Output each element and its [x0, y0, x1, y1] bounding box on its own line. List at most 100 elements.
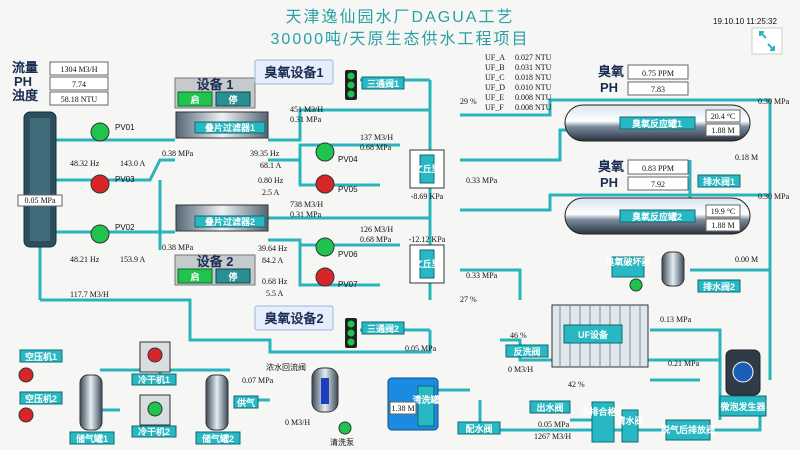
- equipment2-start-label: 启: [190, 271, 199, 282]
- uf-a-value: 0.027 NTU: [515, 53, 552, 62]
- outlet-valve-tag[interactable]: 出水阀: [529, 400, 571, 414]
- equipment1-stop-label: 停: [228, 94, 237, 105]
- clean-tank[interactable]: 清洗罐 1.38 M: [387, 377, 440, 431]
- ozone-box2: 臭氧 0.83 PPM PH 7.92: [598, 159, 689, 191]
- uf-e-value: 0.008 NTU: [515, 93, 552, 102]
- p000: 0.00 M: [735, 255, 758, 264]
- micro-bubble-generator[interactable]: 微泡发生器: [719, 349, 767, 417]
- gas-tank1-label: 储气罐1: [76, 433, 108, 444]
- pump-pv04[interactable]: PV04: [315, 142, 358, 164]
- equipment2-stop-button[interactable]: 停: [215, 268, 251, 284]
- ozone-box2-ph-value: 7.92: [651, 180, 665, 189]
- venturi2-label: 文丘里: [412, 258, 440, 269]
- drain-to-tank-valve-tag[interactable]: 配水阀: [457, 421, 501, 435]
- clean-water-valve-tag[interactable]: 清水阀: [616, 409, 644, 443]
- flow0a: 0 M3/H: [508, 365, 533, 374]
- ozone-reactor2[interactable]: 臭氧反应罐2: [564, 197, 751, 235]
- clean-pump[interactable]: 清洗泵: [330, 421, 354, 447]
- pv04-flow: 137 M3/H: [360, 133, 393, 142]
- p021: 0.21 MPa: [668, 359, 700, 368]
- turbidity-label: 浊度: [12, 88, 39, 103]
- ozone-box1-ph-label: PH: [600, 80, 618, 95]
- cold-dryer2[interactable]: 冷干机2: [131, 394, 177, 438]
- reactor2-readings: 19.9 °C 1.88 M: [705, 204, 741, 232]
- ozone-box2-ph-label: PH: [600, 175, 618, 190]
- three-way-valve1-tag[interactable]: 三通阀1: [361, 76, 405, 90]
- equipment1-start-button[interactable]: 启: [177, 91, 213, 107]
- pump-pv02[interactable]: PV02: [90, 223, 135, 244]
- air-compressor1[interactable]: 空压机1: [18, 349, 63, 383]
- equipment2-stop-label: 停: [228, 271, 237, 282]
- equipment2-title: 设备 2: [197, 254, 234, 269]
- title-line1: 天津逸仙园水厂DAGUA工艺: [286, 8, 515, 26]
- title-line2: 30000吨/天原生态供水工程项目: [271, 30, 530, 48]
- air-compressor2[interactable]: 空压机2: [18, 391, 63, 423]
- disc-filter2[interactable]: 叠片过滤器2: [175, 204, 269, 232]
- three-way-valve2-tag[interactable]: 三通阀2: [361, 321, 405, 335]
- pct46: 46 %: [510, 331, 527, 340]
- drain-valve1-tag[interactable]: 排水阀1: [697, 174, 741, 188]
- uf-c-name: UF_C: [485, 73, 505, 82]
- pump-pv01[interactable]: PV01: [90, 122, 135, 142]
- venturi1[interactable]: 文丘里 -8.69 KPa: [409, 149, 445, 201]
- pv07-hz: 0.68 Hz: [262, 277, 288, 286]
- uf-f-name: UF_F: [485, 103, 504, 112]
- ozone-device1-button[interactable]: 臭氧设备1: [254, 59, 334, 85]
- disc-filter1[interactable]: 叠片过滤器1: [175, 111, 269, 139]
- pump-pv05[interactable]: PV05: [315, 174, 358, 194]
- gas-tank1[interactable]: 储气罐1: [69, 374, 115, 445]
- uf-d-value: 0.010 NTU: [515, 83, 552, 92]
- pv06-flow: 126 M3/H: [360, 225, 393, 234]
- pv04-a: 68.1 A: [260, 161, 282, 170]
- ozone-reactor2-label: 臭氧反应罐2: [632, 211, 682, 222]
- pv01-a: 143.0 A: [120, 159, 146, 168]
- venturi2-press: -12.12 KPa: [409, 235, 446, 244]
- degas-valve-label: 脱气后排放阀: [661, 424, 715, 435]
- drain-valve2-tag[interactable]: 排水阀2: [697, 279, 741, 293]
- equipment1-start-label: 启: [190, 94, 199, 105]
- flow1267: 1267 M3/H: [534, 432, 571, 441]
- cold-dryer2-label: 冷干机2: [138, 426, 170, 437]
- uf-c-value: 0.018 NTU: [515, 73, 552, 82]
- line1-flow: 451 M3/H: [290, 105, 323, 114]
- no-drain-valve-tag[interactable]: 不排合格阀: [580, 401, 626, 443]
- reactor1-level: 1.88 M: [711, 126, 734, 135]
- tank-pressure: 0.05 MPa: [24, 196, 56, 205]
- ozone-box1-value: 0.75 PPM: [642, 69, 674, 78]
- cold-dryer1[interactable]: 冷干机1: [131, 341, 177, 386]
- pv04-press: 0.68 MPa: [360, 143, 392, 152]
- venturi2[interactable]: 文丘里 -12.12 KPa: [409, 235, 446, 284]
- gas-tank2[interactable]: 储气罐2: [195, 374, 241, 445]
- p005b: 0.05 MPa: [538, 420, 570, 429]
- p007: 0.07 MPa: [242, 376, 274, 385]
- air-compressor2-label: 空压机2: [25, 393, 57, 404]
- equipment1-stop-button[interactable]: 停: [215, 91, 251, 107]
- pump-pv06[interactable]: PV06: [315, 237, 358, 259]
- pct27: 27 %: [460, 295, 477, 304]
- ph-value: 7.74: [72, 80, 86, 89]
- backflush-valve-tag[interactable]: 反洗阀: [505, 344, 549, 358]
- degas-valve-tag[interactable]: 脱气后排放阀: [661, 419, 715, 441]
- disc-filter1-label: 叠片过滤器1: [205, 122, 255, 133]
- clean-tank-label: 清洗罐: [412, 394, 439, 405]
- pump-pv03[interactable]: PV03: [90, 174, 135, 194]
- pv05-a: 2.5 A: [262, 188, 280, 197]
- expand-icon[interactable]: [751, 27, 783, 55]
- pump-pv06-label: PV06: [338, 250, 358, 259]
- flow-value: 1304 M3/H: [60, 65, 97, 74]
- pv02-a: 153.9 A: [120, 255, 146, 264]
- equipment2-start-button[interactable]: 启: [177, 268, 213, 284]
- line2-press: 0.31 MPa: [290, 210, 322, 219]
- ozone-breaker-label: 臭氧破坏器: [605, 256, 651, 267]
- ozone-reactor1[interactable]: 臭氧反应罐1: [564, 104, 751, 142]
- p030b: 0.30 MPa: [758, 192, 790, 201]
- pump-pv07[interactable]: PV07: [315, 267, 358, 289]
- ozone-breaker[interactable]: 臭氧破坏器: [605, 251, 685, 292]
- drain-valve2-label: 排水阀2: [703, 281, 735, 292]
- ozone-device2-button[interactable]: 臭氧设备2: [254, 305, 334, 331]
- p005a: 0.05 MPa: [405, 344, 437, 353]
- p038b: 0.38 MPa: [162, 243, 194, 252]
- uf-device[interactable]: UF设备: [551, 304, 649, 368]
- air-supply-tag[interactable]: 供气: [233, 395, 259, 409]
